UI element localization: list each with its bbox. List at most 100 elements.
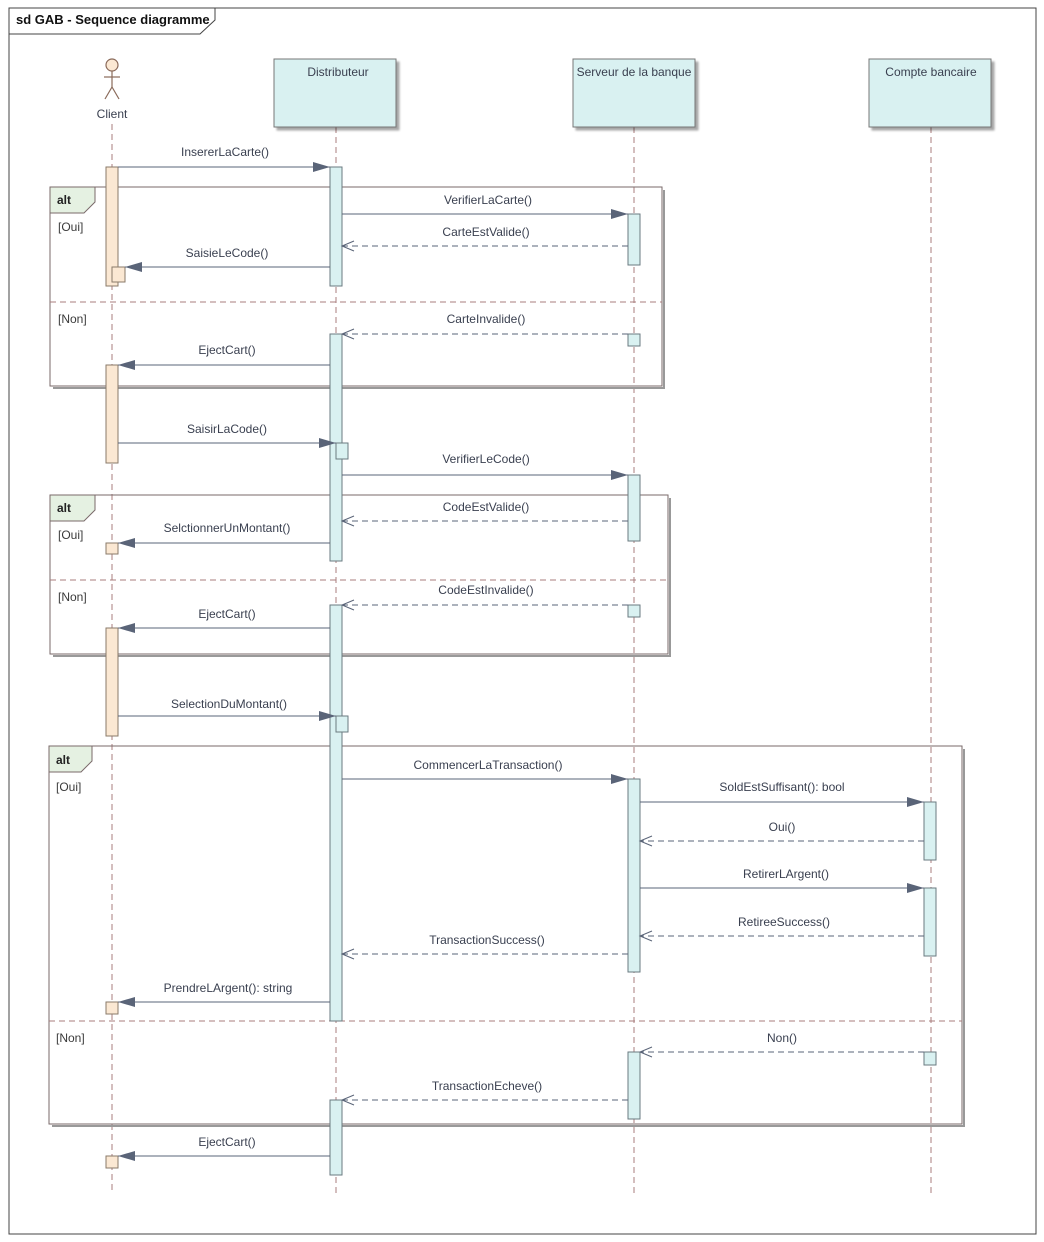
message-call: VerifierLaCarte() [342, 193, 628, 219]
activation-bar [627, 1051, 641, 1120]
fragment-operator: alt [57, 193, 71, 207]
filled-arrowhead-icon [907, 797, 924, 807]
open-arrowhead-icon [638, 1046, 653, 1058]
guard-non: [Non] [58, 590, 87, 604]
activation-bar [105, 542, 119, 555]
message-reply: Oui() [638, 820, 924, 847]
lifeline-name-compte: Compte bancaire [885, 65, 977, 79]
alt-fragment-3: alt [Oui] [Non] [48, 745, 965, 1127]
activation-bar [627, 604, 641, 618]
message-call: RetirerLArgent() [640, 867, 924, 893]
message-reply: RetireeSuccess() [638, 915, 924, 942]
message-label: VerifierLaCarte() [444, 193, 532, 207]
activation-bar [105, 1001, 119, 1015]
filled-arrowhead-icon [611, 470, 628, 480]
activation-bar [627, 778, 641, 973]
alt-fragment-2: alt [Oui] [Non] [49, 494, 671, 657]
activation-bar [627, 213, 641, 266]
activation-bar [329, 604, 343, 1022]
message-label: RetirerLArgent() [743, 867, 829, 881]
distributeur-activations [329, 166, 349, 1176]
message-label: SaisirLaCode() [187, 422, 267, 436]
filled-arrowhead-icon [313, 162, 330, 172]
guard-non: [Non] [58, 312, 87, 326]
message-call: EjectCart() [118, 607, 330, 633]
open-arrowhead-icon [340, 240, 355, 252]
filled-arrowhead-icon [611, 774, 628, 784]
open-arrowhead-icon [340, 328, 355, 340]
open-arrowhead-icon [638, 930, 653, 942]
message-label: CarteEstValide() [442, 225, 529, 239]
message-label: VerifierLeCode() [442, 452, 529, 466]
filled-arrowhead-icon [118, 1151, 135, 1161]
filled-arrowhead-icon [611, 209, 628, 219]
activation-bar [329, 166, 343, 287]
frame-title: sd GAB - Sequence diagramme [16, 12, 210, 27]
actor-stick-figure-icon [104, 58, 120, 100]
message-label: CommencerLaTransaction() [414, 758, 563, 772]
open-arrowhead-icon [638, 835, 653, 847]
actor-name: Client [97, 107, 128, 121]
filled-arrowhead-icon [125, 262, 142, 272]
message-call: InsererLaCarte() [118, 145, 330, 172]
activation-bar [923, 887, 937, 957]
message-call: SelectionDuMontant() [118, 697, 336, 721]
message-label: SelectionDuMontant() [171, 697, 287, 711]
message-label: CarteInvalide() [447, 312, 526, 326]
serveur-activations [627, 213, 641, 1120]
lifeline-head-serveur [572, 58, 696, 128]
message-reply: CarteInvalide() [340, 312, 628, 340]
activation-bar [111, 266, 126, 283]
open-arrowhead-icon [340, 515, 355, 527]
message-call: SoldEstSuffisant(): bool [640, 780, 924, 807]
message-reply: CodeEstValide() [340, 500, 628, 527]
message-reply: CodeEstInvalide() [340, 583, 628, 611]
filled-arrowhead-icon [118, 623, 135, 633]
open-arrowhead-icon [340, 948, 355, 960]
filled-arrowhead-icon [319, 438, 336, 448]
activation-bar [105, 627, 119, 737]
activation-bar [923, 801, 937, 861]
message-label: SaisieLeCode() [186, 246, 269, 260]
message-call: SaisirLaCode() [118, 422, 336, 448]
open-arrowhead-icon [340, 1094, 355, 1106]
open-arrowhead-icon [340, 599, 355, 611]
message-reply: CarteEstValide() [340, 225, 628, 252]
guard-oui: [Oui] [58, 220, 83, 234]
activation-bar [329, 1099, 343, 1176]
filled-arrowhead-icon [118, 360, 135, 370]
lifeline-head-compte [868, 58, 992, 128]
message-label: Oui() [769, 820, 796, 834]
message-call: SelctionnerUnMontant() [118, 521, 330, 548]
message-call: CommencerLaTransaction() [342, 758, 628, 784]
activation-bar [105, 1155, 119, 1169]
message-label: EjectCart() [198, 607, 255, 621]
message-label: SoldEstSuffisant(): bool [719, 780, 844, 794]
filled-arrowhead-icon [118, 997, 135, 1007]
fragment-operator: alt [56, 753, 70, 767]
message-label: EjectCart() [198, 343, 255, 357]
message-call: PrendreLArgent(): string [118, 981, 330, 1007]
lifeline-name-serveur: Serveur de la banque [577, 65, 692, 79]
client-activations [105, 166, 126, 1169]
activation-bar [627, 474, 641, 542]
activation-bar [105, 166, 119, 287]
activation-bar [335, 442, 349, 460]
message-label: InsererLaCarte() [181, 145, 269, 159]
filled-arrowhead-icon [319, 711, 336, 721]
fragment-operator: alt [57, 501, 71, 515]
message-label: RetireeSuccess() [738, 915, 830, 929]
filled-arrowhead-icon [907, 883, 924, 893]
message-label: SelctionnerUnMontant() [164, 521, 291, 535]
message-call: EjectCart() [118, 1135, 330, 1161]
actor-client: Client [97, 58, 128, 121]
message-label: Non() [767, 1031, 797, 1045]
activation-bar [335, 715, 349, 733]
compte-activations [923, 801, 937, 1066]
activation-bar [105, 364, 119, 464]
message-reply: Non() [638, 1031, 924, 1058]
guard-non: [Non] [56, 1031, 85, 1045]
message-reply: TransactionEcheve() [340, 1079, 628, 1106]
message-label: TransactionEcheve() [432, 1079, 542, 1093]
message-label: EjectCart() [198, 1135, 255, 1149]
